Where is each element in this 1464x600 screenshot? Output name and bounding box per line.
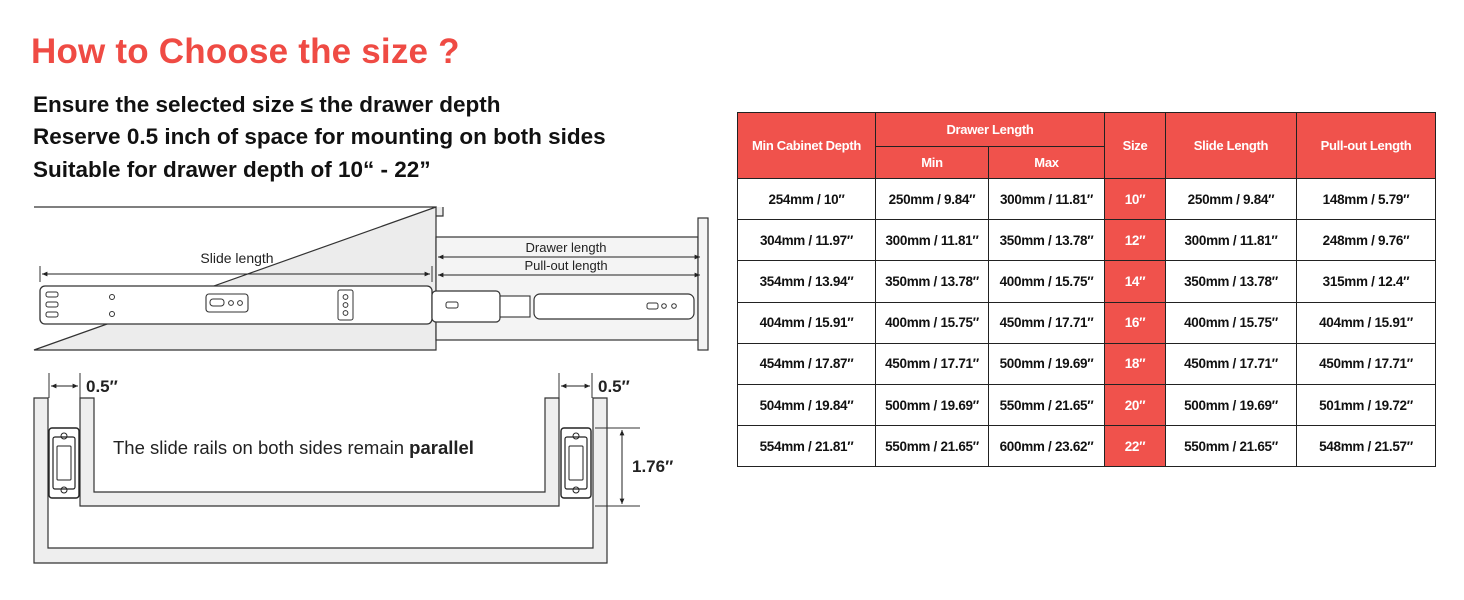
cabinet-panel: [33, 206, 444, 351]
cell-slide-length: 400mm / 15.75″: [1165, 301, 1297, 344]
left-slide-profile: [48, 427, 80, 499]
parallel-note-bold: parallel: [409, 437, 474, 458]
cell-drawer-max: 550mm / 21.65″: [988, 383, 1105, 427]
pullout-length-label: Pull-out length: [524, 258, 607, 273]
cell-cabinet-depth: 354mm / 13.94″: [737, 260, 876, 303]
cell-slide-length: 450mm / 17.71″: [1165, 342, 1297, 385]
header-pullout-length: Pull-out Length: [1296, 112, 1436, 179]
cell-size: 14″: [1104, 260, 1166, 303]
gap-right-label: 0.5″: [598, 377, 630, 396]
info-line-depth-range: Suitable for drawer depth of 10“ - 22”: [33, 157, 431, 182]
cell-slide-length: 300mm / 11.81″: [1165, 219, 1297, 262]
cell-drawer-min: 250mm / 9.84″: [875, 177, 989, 221]
cell-drawer-min: 500mm / 19.69″: [875, 383, 989, 427]
height-label: 1.76″: [632, 457, 673, 476]
size-chart-table: Min Cabinet Depth Drawer Length Size Sli…: [737, 112, 1436, 468]
table-row: 254mm / 10″ 250mm / 9.84″ 300mm / 11.81″…: [737, 177, 1436, 221]
cell-pullout-length: 404mm / 15.91″: [1296, 301, 1436, 344]
cell-pullout-length: 548mm / 21.57″: [1296, 425, 1436, 468]
info-line-mounting: Reserve 0.5 inch of space for mounting o…: [33, 124, 606, 149]
cell-drawer-min: 400mm / 15.75″: [875, 301, 989, 344]
outer-rail: [39, 285, 433, 325]
cell-pullout-length: 315mm / 12.4″: [1296, 260, 1436, 303]
drawer-front: [697, 217, 709, 351]
cell-size: 20″: [1104, 383, 1166, 427]
cell-cabinet-depth: 554mm / 21.81″: [737, 425, 876, 468]
front-view: 0.5″ 0.5″ 1.76″ The slide rails on both …: [33, 373, 673, 564]
cell-cabinet-depth: 304mm / 11.97″: [737, 219, 876, 262]
drawer-length-label: Drawer length: [526, 240, 607, 255]
cell-drawer-max: 600mm / 23.62″: [988, 425, 1105, 468]
cell-pullout-length: 148mm / 5.79″: [1296, 177, 1436, 221]
cell-slide-length: 350mm / 13.78″: [1165, 260, 1297, 303]
cell-pullout-length: 501mm / 19.72″: [1296, 383, 1436, 427]
parallel-note: The slide rails on both sides remain par…: [113, 437, 474, 458]
cell-size: 10″: [1104, 177, 1166, 221]
cell-size: 12″: [1104, 219, 1166, 262]
cell-drawer-min: 550mm / 21.65″: [875, 425, 989, 468]
cell-cabinet-depth: 404mm / 15.91″: [737, 301, 876, 344]
drawer-panel: [435, 236, 699, 341]
cell-drawer-max: 300mm / 11.81″: [988, 177, 1105, 221]
slide-length-label: Slide length: [200, 250, 273, 266]
cell-size: 16″: [1104, 301, 1166, 344]
cell-size: 22″: [1104, 425, 1166, 468]
cell-drawer-max: 400mm / 15.75″: [988, 260, 1105, 303]
table-row: 354mm / 13.94″ 350mm / 13.78″ 400mm / 15…: [737, 260, 1436, 303]
cell-drawer-min: 450mm / 17.71″: [875, 342, 989, 385]
cell-slide-length: 500mm / 19.69″: [1165, 383, 1297, 427]
cell-drawer-max: 350mm / 13.78″: [988, 219, 1105, 262]
cell-pullout-length: 248mm / 9.76″: [1296, 219, 1436, 262]
slide-diagram: Slide length Drawer length Pull-out leng…: [33, 206, 709, 564]
table-row: 554mm / 21.81″ 550mm / 21.65″ 600mm / 23…: [737, 425, 1436, 468]
header-max: Max: [988, 146, 1105, 179]
cell-cabinet-depth: 254mm / 10″: [737, 177, 876, 221]
header-min: Min: [875, 146, 989, 179]
middle-rail: [431, 290, 501, 323]
cell-slide-length: 550mm / 21.65″: [1165, 425, 1297, 468]
cabinet-frame: [33, 397, 608, 564]
info-line-size: Ensure the selected size ≤ the drawer de…: [33, 92, 501, 117]
cell-drawer-min: 350mm / 13.78″: [875, 260, 989, 303]
side-view: Slide length Drawer length Pull-out leng…: [33, 206, 709, 351]
cell-cabinet-depth: 504mm / 19.84″: [737, 383, 876, 427]
page-title: How to Choose the size ?: [31, 32, 460, 71]
cell-size: 18″: [1104, 342, 1166, 385]
inner-rail: [533, 293, 695, 320]
table-row: 454mm / 17.87″ 450mm / 17.71″ 500mm / 19…: [737, 342, 1436, 385]
cell-drawer-max: 450mm / 17.71″: [988, 301, 1105, 344]
parallel-note-text: The slide rails on both sides remain: [113, 437, 409, 458]
gap-left-label: 0.5″: [86, 377, 118, 396]
cell-drawer-max: 500mm / 19.69″: [988, 342, 1105, 385]
cell-drawer-min: 300mm / 11.81″: [875, 219, 989, 262]
table-row: 504mm / 19.84″ 500mm / 19.69″ 550mm / 21…: [737, 383, 1436, 427]
header-drawer-length: Drawer Length: [875, 112, 1105, 147]
cell-pullout-length: 450mm / 17.71″: [1296, 342, 1436, 385]
cell-slide-length: 250mm / 9.84″: [1165, 177, 1297, 221]
table-row: 404mm / 15.91″ 400mm / 15.75″ 450mm / 17…: [737, 301, 1436, 344]
header-size: Size: [1104, 112, 1166, 179]
table-row: 304mm / 11.97″ 300mm / 11.81″ 350mm / 13…: [737, 219, 1436, 262]
drawer-box: [79, 397, 560, 507]
header-slide-length: Slide Length: [1165, 112, 1297, 179]
rail-lock-plate: [205, 293, 249, 313]
header-min-cabinet-depth: Min Cabinet Depth: [737, 112, 876, 179]
right-slide-profile: [560, 427, 592, 499]
cell-cabinet-depth: 454mm / 17.87″: [737, 342, 876, 385]
